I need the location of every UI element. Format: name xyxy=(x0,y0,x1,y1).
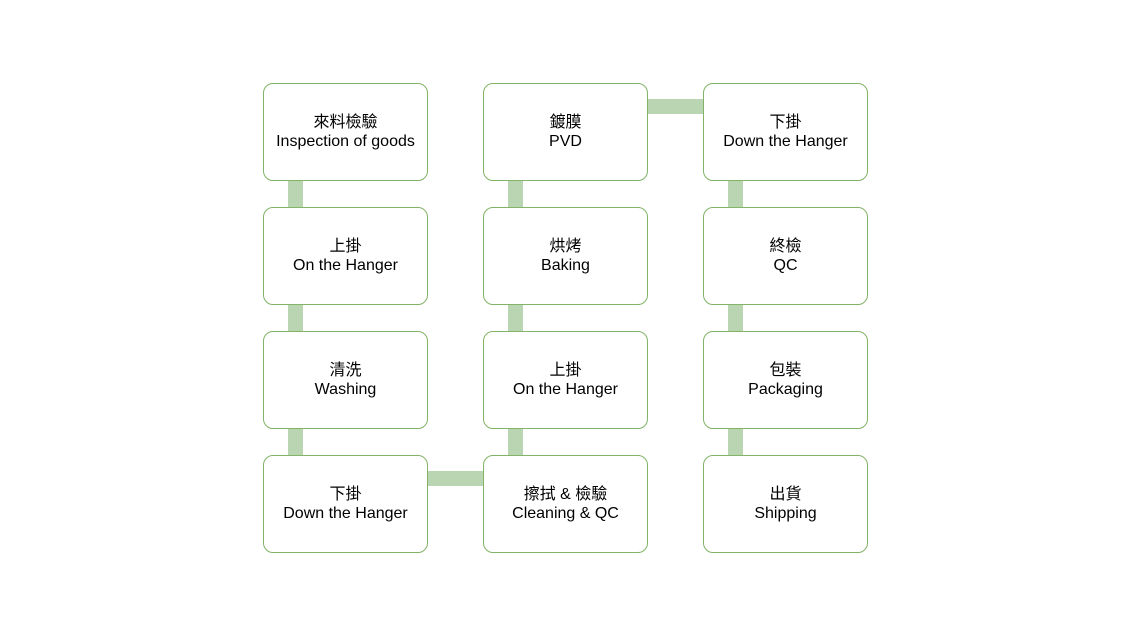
step-label-zh: 出貨 xyxy=(769,486,802,503)
step-label-zh: 下掛 xyxy=(769,114,802,131)
step-label-en: Down the Hanger xyxy=(283,505,408,522)
step-label-zh: 鍍膜 xyxy=(549,114,582,131)
step-label-zh: 清洗 xyxy=(329,362,362,379)
step-final-qc: 終檢 QC xyxy=(703,207,868,305)
step-label-zh: 來料檢驗 xyxy=(313,114,378,131)
step-packaging: 包裝 Packaging xyxy=(703,331,868,429)
step-label-zh: 下掛 xyxy=(329,486,362,503)
step-cleaning-and-qc: 擦拭 & 檢驗 Cleaning & QC xyxy=(483,455,648,553)
connector-step1-step2 xyxy=(288,181,303,207)
step-inspection-of-goods: 來料檢驗 Inspection of goods xyxy=(263,83,428,181)
step-down-the-hanger: 下掛 Down the Hanger xyxy=(263,455,428,553)
step-label-en: Washing xyxy=(314,381,377,398)
step-on-the-hanger: 上掛 On the Hanger xyxy=(263,207,428,305)
step-label-en: Baking xyxy=(541,257,590,274)
step-label-en: Shipping xyxy=(754,505,817,522)
step-label-zh: 終檢 xyxy=(769,238,802,255)
step-washing: 清洗 Washing xyxy=(263,331,428,429)
step-label-en: Cleaning & QC xyxy=(512,505,619,522)
step-label-en: QC xyxy=(773,257,798,274)
step-label-en: PVD xyxy=(549,133,582,150)
step-label-en: Down the Hanger xyxy=(723,133,848,150)
connector-step2-step3 xyxy=(288,305,303,331)
step-on-the-hanger-2: 上掛 On the Hanger xyxy=(483,331,648,429)
step-label-en: Packaging xyxy=(748,381,823,398)
connector-step4-step5 xyxy=(428,471,483,486)
step-label-zh: 包裝 xyxy=(769,362,802,379)
connector-step9-step10 xyxy=(728,181,743,207)
step-label-zh: 烘烤 xyxy=(549,238,582,255)
step-label-en: On the Hanger xyxy=(293,257,398,274)
connector-step3-step4 xyxy=(288,429,303,455)
step-pvd: 鍍膜 PVD xyxy=(483,83,648,181)
step-label-zh: 上掛 xyxy=(549,362,582,379)
connector-step7-step8 xyxy=(508,181,523,207)
step-label-en: Inspection of goods xyxy=(276,133,415,150)
connector-step10-step11 xyxy=(728,305,743,331)
connector-step6-step7 xyxy=(508,305,523,331)
step-label-zh: 擦拭 & 檢驗 xyxy=(523,486,608,503)
step-shipping: 出貨 Shipping xyxy=(703,455,868,553)
connector-step11-step12 xyxy=(728,429,743,455)
step-down-the-hanger-2: 下掛 Down the Hanger xyxy=(703,83,868,181)
step-label-zh: 上掛 xyxy=(329,238,362,255)
step-label-en: On the Hanger xyxy=(513,381,618,398)
connector-step5-step6 xyxy=(508,429,523,455)
step-baking: 烘烤 Baking xyxy=(483,207,648,305)
connector-step8-step9 xyxy=(648,99,703,114)
